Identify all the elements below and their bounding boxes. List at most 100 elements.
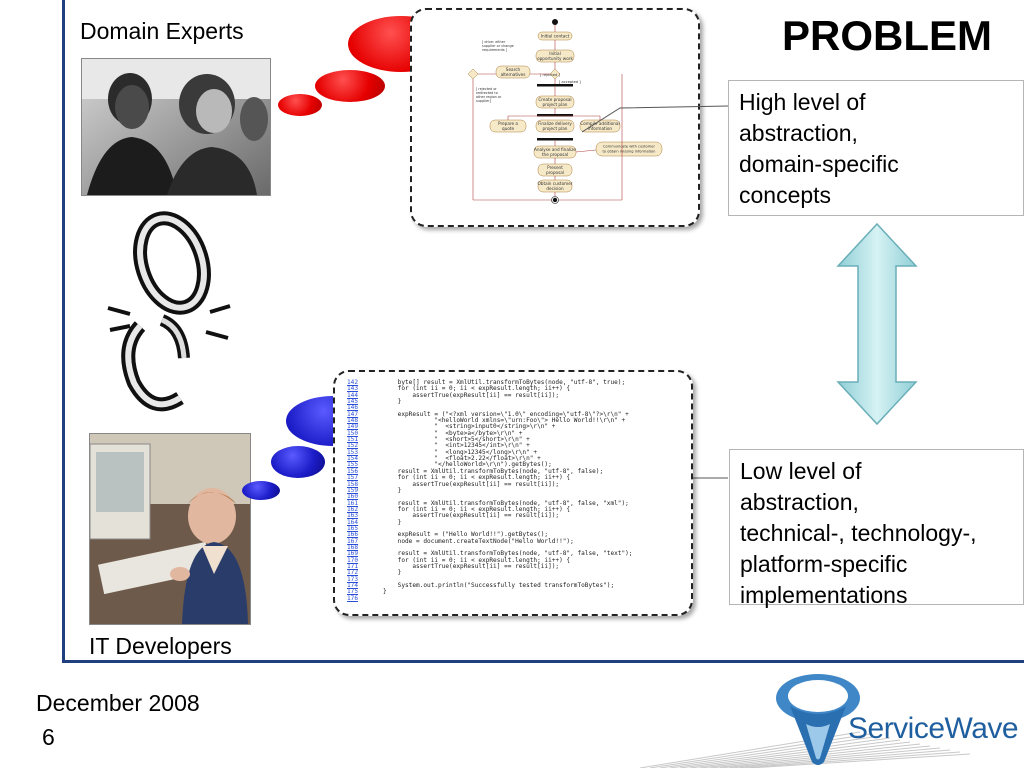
thought-bubble-small bbox=[242, 481, 280, 500]
code-line: 165 bbox=[347, 524, 632, 532]
low-level-line: Low level of bbox=[740, 458, 862, 484]
code-line: 160 bbox=[347, 493, 632, 501]
code-line-text: result = XmlUtil.transformToBytes(node, … bbox=[383, 467, 604, 475]
thought-bubble-small bbox=[278, 94, 322, 116]
code-line-text: byte[] result = XmlUtil.transformToBytes… bbox=[383, 379, 626, 386]
code-line: 155 "</helloWorld>\r\n").getBytes(); bbox=[347, 461, 632, 469]
code-line: 172 } bbox=[347, 569, 632, 577]
code-line-number[interactable]: 146 bbox=[347, 404, 359, 412]
code-line-number[interactable]: 144 bbox=[347, 391, 359, 399]
code-line-text: } bbox=[383, 398, 402, 406]
code-line: 151 " <short>5</short>\r\n" + bbox=[347, 436, 632, 444]
code-line-number[interactable]: 161 bbox=[347, 499, 359, 507]
svg-text:Communicate with customer: Communicate with customer bbox=[603, 145, 655, 149]
code-line: 166 expResult = ("Hello World!!").getByt… bbox=[347, 531, 632, 539]
code-line: 145 } bbox=[347, 398, 632, 406]
code-line-number[interactable]: 158 bbox=[347, 480, 359, 488]
code-line-text: System.out.println("Successfully tested … bbox=[383, 582, 615, 589]
code-line-text: " <short>5</short>\r\n" + bbox=[383, 436, 530, 444]
activity-diagram: Initial contact Initial opportunity work… bbox=[467, 19, 663, 204]
code-line: 161 result = XmlUtil.transformToBytes(no… bbox=[347, 499, 632, 507]
code-line-text: assertTrue(expResult[ii] == result[ii]); bbox=[383, 391, 560, 399]
code-line: 142 byte[] result = XmlUtil.transformToB… bbox=[347, 379, 632, 386]
code-line-number[interactable]: 174 bbox=[347, 582, 359, 589]
code-line-number[interactable]: 164 bbox=[347, 518, 359, 526]
code-line-text: } bbox=[383, 569, 402, 577]
code-line-number[interactable]: 148 bbox=[347, 417, 359, 425]
svg-text:[ accepted ]: [ accepted ] bbox=[559, 80, 581, 84]
code-line-text: " <byte>a</byte>\r\n" + bbox=[383, 429, 523, 437]
code-line: 167 node = document.createTextNode("Hell… bbox=[347, 537, 632, 545]
svg-text:Search: Search bbox=[506, 67, 521, 72]
code-line: 176 bbox=[347, 594, 632, 602]
svg-text:requirements ]: requirements ] bbox=[482, 48, 508, 52]
high-level-abstraction-box: High level of abstraction, domain-specif… bbox=[728, 80, 1024, 216]
code-listing: 142 byte[] result = XmlUtil.transformToB… bbox=[347, 379, 632, 602]
activity-diagram-box: Initial contact Initial opportunity work… bbox=[410, 8, 700, 227]
code-line-text: result = XmlUtil.transformToBytes(node, … bbox=[383, 499, 629, 507]
page-number: 6 bbox=[42, 724, 55, 750]
code-line: 143 for (int ii = 0; ii < expResult.leng… bbox=[347, 385, 632, 393]
code-line-number[interactable]: 145 bbox=[347, 398, 359, 406]
code-line-number[interactable]: 150 bbox=[347, 429, 359, 437]
code-line-number[interactable]: 151 bbox=[347, 436, 359, 444]
code-line-number[interactable]: 176 bbox=[347, 594, 359, 602]
it-developers-label: IT Developers bbox=[89, 633, 232, 659]
code-line-number[interactable]: 160 bbox=[347, 493, 359, 501]
code-line-number[interactable]: 175 bbox=[347, 588, 359, 596]
code-line-number[interactable]: 154 bbox=[347, 455, 359, 463]
code-line-text: } bbox=[383, 518, 402, 526]
domain-experts-label: Domain Experts bbox=[80, 18, 244, 44]
svg-text:Obtain customer: Obtain customer bbox=[537, 181, 572, 186]
code-line-number[interactable]: 172 bbox=[347, 569, 359, 577]
svg-text:Present: Present bbox=[547, 165, 563, 170]
frame-bottom-line bbox=[62, 660, 1024, 663]
code-line-number[interactable]: 159 bbox=[347, 486, 359, 494]
code-line: 162 for (int ii = 0; ii < expResult.leng… bbox=[347, 505, 632, 513]
code-line: 168 bbox=[347, 543, 632, 551]
code-line: 158 assertTrue(expResult[ii] == result[i… bbox=[347, 480, 632, 488]
code-line-number[interactable]: 171 bbox=[347, 562, 359, 570]
svg-text:[ rejected or: [ rejected or bbox=[476, 87, 497, 91]
code-line: 152 " <int>12345</int>\r\n" + bbox=[347, 442, 632, 450]
code-listing-box: 142 byte[] result = XmlUtil.transformToB… bbox=[333, 370, 693, 616]
code-line-number[interactable]: 165 bbox=[347, 524, 359, 532]
code-line-number[interactable]: 169 bbox=[347, 550, 359, 558]
code-line-number[interactable]: 157 bbox=[347, 474, 359, 482]
code-line: 144 assertTrue(expResult[ii] == result[i… bbox=[347, 391, 632, 399]
svg-text:supplier]: supplier] bbox=[476, 99, 492, 103]
code-line-number[interactable]: 153 bbox=[347, 448, 359, 456]
code-line-number[interactable]: 147 bbox=[347, 410, 359, 418]
svg-text:opportunity work: opportunity work bbox=[537, 56, 573, 61]
code-line-number[interactable]: 163 bbox=[347, 512, 359, 520]
code-line-number[interactable]: 143 bbox=[347, 385, 359, 393]
code-line-number[interactable]: 149 bbox=[347, 423, 359, 431]
code-line-text: " <string>input0</string>\r\n" + bbox=[383, 423, 556, 431]
code-line-number[interactable]: 156 bbox=[347, 467, 359, 475]
code-line-number[interactable]: 152 bbox=[347, 442, 359, 450]
svg-text:the proposal: the proposal bbox=[542, 152, 568, 157]
code-line-number[interactable]: 167 bbox=[347, 537, 359, 545]
code-line: 163 assertTrue(expResult[ii] == result[i… bbox=[347, 512, 632, 520]
code-line-text: for (int ii = 0; ii < expResult.length; … bbox=[383, 505, 571, 513]
code-line: 153 " <long>12345</long>\r\n" + bbox=[347, 448, 632, 456]
high-level-line: concepts bbox=[739, 182, 832, 208]
thought-bubble-medium bbox=[271, 446, 325, 478]
code-line: 149 " <string>input0</string>\r\n" + bbox=[347, 423, 632, 431]
code-line-number[interactable]: 166 bbox=[347, 531, 359, 539]
code-line-number[interactable]: 173 bbox=[347, 575, 359, 583]
svg-text:decision: decision bbox=[546, 186, 564, 191]
code-line: 154 " <float>2.22</float>\r\n" + bbox=[347, 455, 632, 463]
double-arrow-icon bbox=[836, 222, 918, 426]
code-line-number[interactable]: 170 bbox=[347, 556, 359, 564]
code-line: 171 assertTrue(expResult[ii] == result[i… bbox=[347, 562, 632, 570]
code-line-number[interactable]: 155 bbox=[347, 461, 359, 469]
svg-text:Finalize delivery: Finalize delivery bbox=[538, 121, 572, 126]
code-line-text: assertTrue(expResult[ii] == result[ii]); bbox=[383, 512, 560, 520]
svg-text:Analyse and finalize: Analyse and finalize bbox=[534, 147, 576, 152]
code-line-text: " <long>12345</long>\r\n" + bbox=[383, 448, 538, 456]
code-line-number[interactable]: 142 bbox=[347, 379, 359, 386]
svg-text:Create proposal: Create proposal bbox=[538, 97, 571, 102]
code-line-number[interactable]: 162 bbox=[347, 505, 359, 513]
code-line-number[interactable]: 168 bbox=[347, 543, 359, 551]
